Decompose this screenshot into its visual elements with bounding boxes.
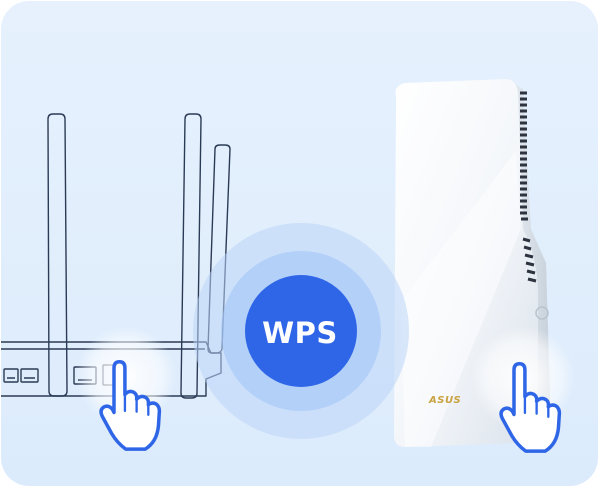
extender-logo: ASUS <box>429 395 462 406</box>
wps-badge-label: WPS <box>262 316 338 350</box>
